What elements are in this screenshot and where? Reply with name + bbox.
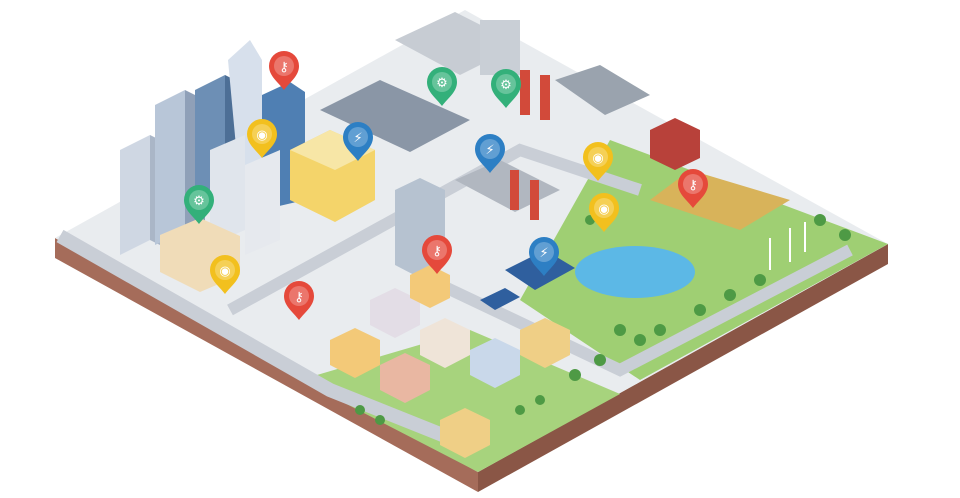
power-tower-icon: ⚡: [539, 246, 548, 261]
power-tower-icon: ⚡: [353, 131, 362, 146]
pin-shape: [491, 69, 521, 108]
map-pin-wifi: ◉: [247, 119, 277, 158]
factories: [320, 12, 650, 220]
pin-shape: [678, 169, 708, 208]
map-pin-wifi: ◉: [583, 142, 613, 181]
map-pin-wifi: ◉: [589, 193, 619, 232]
main-road-diagonal: [56, 229, 473, 453]
pin-shape: [210, 255, 240, 294]
power-tower-icon: ⚡: [485, 143, 494, 158]
pin-shape: [184, 185, 214, 224]
lake: [575, 246, 695, 298]
map-pin-power: ⚡: [529, 237, 559, 276]
pin-shape: [284, 281, 314, 320]
pin-shape: [475, 134, 505, 173]
wifi-icon: ◉: [592, 151, 603, 166]
key-icon: ⚷: [432, 244, 442, 259]
gears-icon: ⚙: [500, 78, 512, 93]
gears-icon: ⚙: [436, 76, 448, 91]
wifi-icon: ◉: [256, 128, 267, 143]
map-pin-gears: ⚙: [184, 185, 214, 224]
map-pin-power: ⚡: [475, 134, 505, 173]
pin-shape: [343, 122, 373, 161]
key-icon: ⚷: [279, 60, 289, 75]
houses: [330, 265, 570, 458]
red-barn: [650, 118, 700, 170]
pin-shape: [247, 119, 277, 158]
pin-shape: [529, 237, 559, 276]
wifi-icon: ◉: [598, 202, 609, 217]
key-icon: ⚷: [294, 290, 304, 305]
map-pin-gears: ⚙: [491, 69, 521, 108]
map-pin-power: ⚡: [343, 122, 373, 161]
pin-shape: [583, 142, 613, 181]
wind-turbines: [769, 222, 806, 270]
wifi-icon: ◉: [219, 264, 230, 279]
road-right: [427, 244, 853, 377]
pin-shape: [269, 51, 299, 90]
map-pins: ⚷ ⚷ ⚷ ⚷ ⚙ ⚙ ⚙ ⚡ ⚡ ⚡ ◉ ◉ ◉ ◉: [184, 51, 708, 320]
map-pin-key: ⚷: [422, 235, 452, 274]
map-pin-key: ⚷: [284, 281, 314, 320]
map-pin-wifi: ◉: [210, 255, 240, 294]
pin-shape: [589, 193, 619, 232]
key-icon: ⚷: [688, 178, 698, 193]
map-pin-key: ⚷: [678, 169, 708, 208]
gears-icon: ⚙: [193, 194, 205, 209]
pin-shape: [422, 235, 452, 274]
pin-shape: [427, 67, 457, 106]
map-pin-gears: ⚙: [427, 67, 457, 106]
map-pin-key: ⚷: [269, 51, 299, 90]
soil-right-face: [478, 244, 888, 492]
